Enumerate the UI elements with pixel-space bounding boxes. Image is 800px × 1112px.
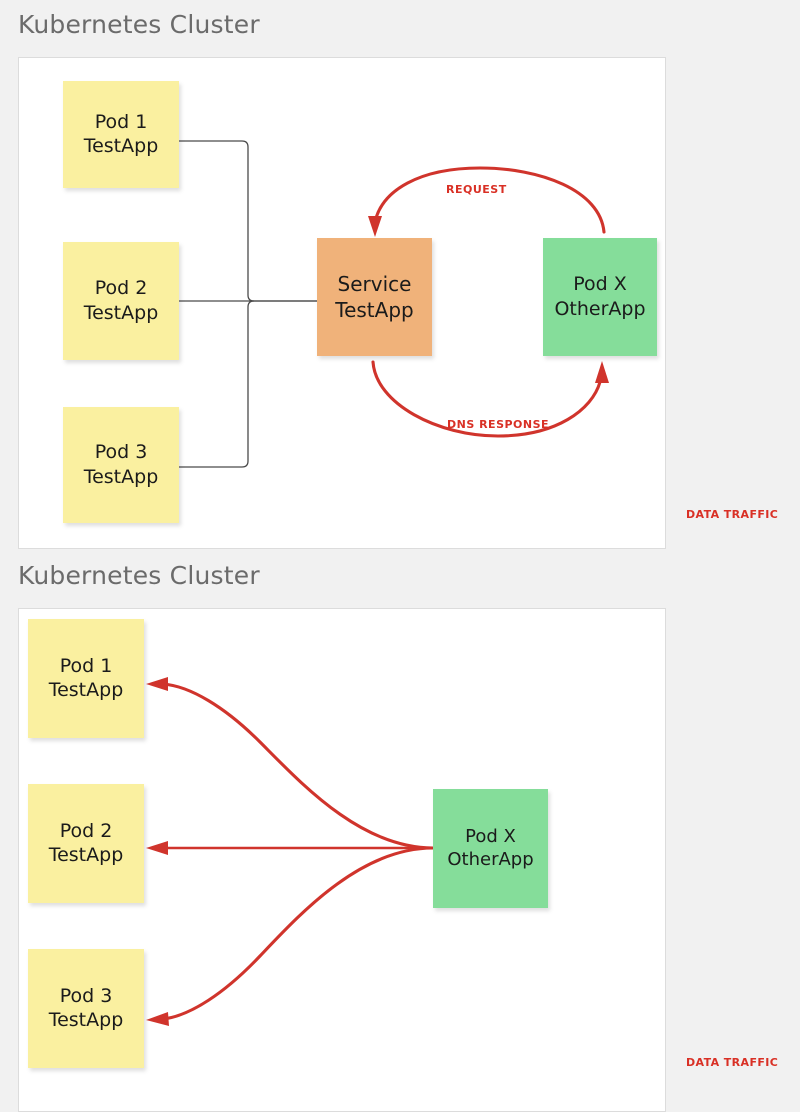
node-label-line2: TestApp [48,844,124,866]
node-pod-3[interactable]: Pod 3 TestApp [28,949,144,1068]
node-label-line2: TestApp [83,301,159,324]
node-label-line1: Pod 1 [94,110,148,133]
flow-label-request: REQUEST [446,183,507,196]
cluster-diagram-top: Kubernetes Cluster Pod 1 TestApp Pod 2 T… [0,0,800,552]
page-title-top: Kubernetes Cluster [18,10,260,39]
node-pod-x-otherapp[interactable]: Pod X OtherApp [543,238,657,356]
node-pod-1[interactable]: Pod 1 TestApp [28,619,144,738]
legend-data-traffic-bottom: DATA TRAFFIC [686,1056,779,1069]
cluster-diagram-bottom: Kubernetes Cluster Pod 1 TestApp Pod 2 T… [0,552,800,1112]
node-label-line1: Pod X [573,273,627,296]
legend-data-traffic-top: DATA TRAFFIC [686,508,779,521]
node-label-line2: TestApp [48,1009,124,1031]
page-title-bottom: Kubernetes Cluster [18,561,260,590]
node-pod-2[interactable]: Pod 2 TestApp [28,784,144,903]
node-label-line2: OtherApp [447,849,534,870]
node-label-line1: Pod 2 [59,819,113,842]
node-pod-x-otherapp[interactable]: Pod X OtherApp [433,789,548,908]
node-label-line1: Pod 3 [94,441,148,464]
node-pod-1[interactable]: Pod 1 TestApp [63,81,179,188]
node-service-testapp[interactable]: Service TestApp [317,238,432,356]
node-label-line2: TestApp [48,679,124,701]
node-label-line1: Pod X [465,826,516,848]
flow-label-dns-response: DNS RESPONSE [447,418,550,431]
node-pod-2[interactable]: Pod 2 TestApp [63,242,179,360]
node-label-line2: TestApp [335,297,414,322]
node-label-line2: TestApp [83,135,159,157]
node-label-line1: Pod 1 [59,654,113,677]
node-label-line1: Pod 3 [59,984,113,1007]
node-label-line2: TestApp [83,465,159,488]
node-pod-3[interactable]: Pod 3 TestApp [63,407,179,523]
node-label-line1: Pod 2 [94,277,148,300]
node-label-line1: Service [337,271,412,296]
node-label-line2: OtherApp [554,297,646,320]
